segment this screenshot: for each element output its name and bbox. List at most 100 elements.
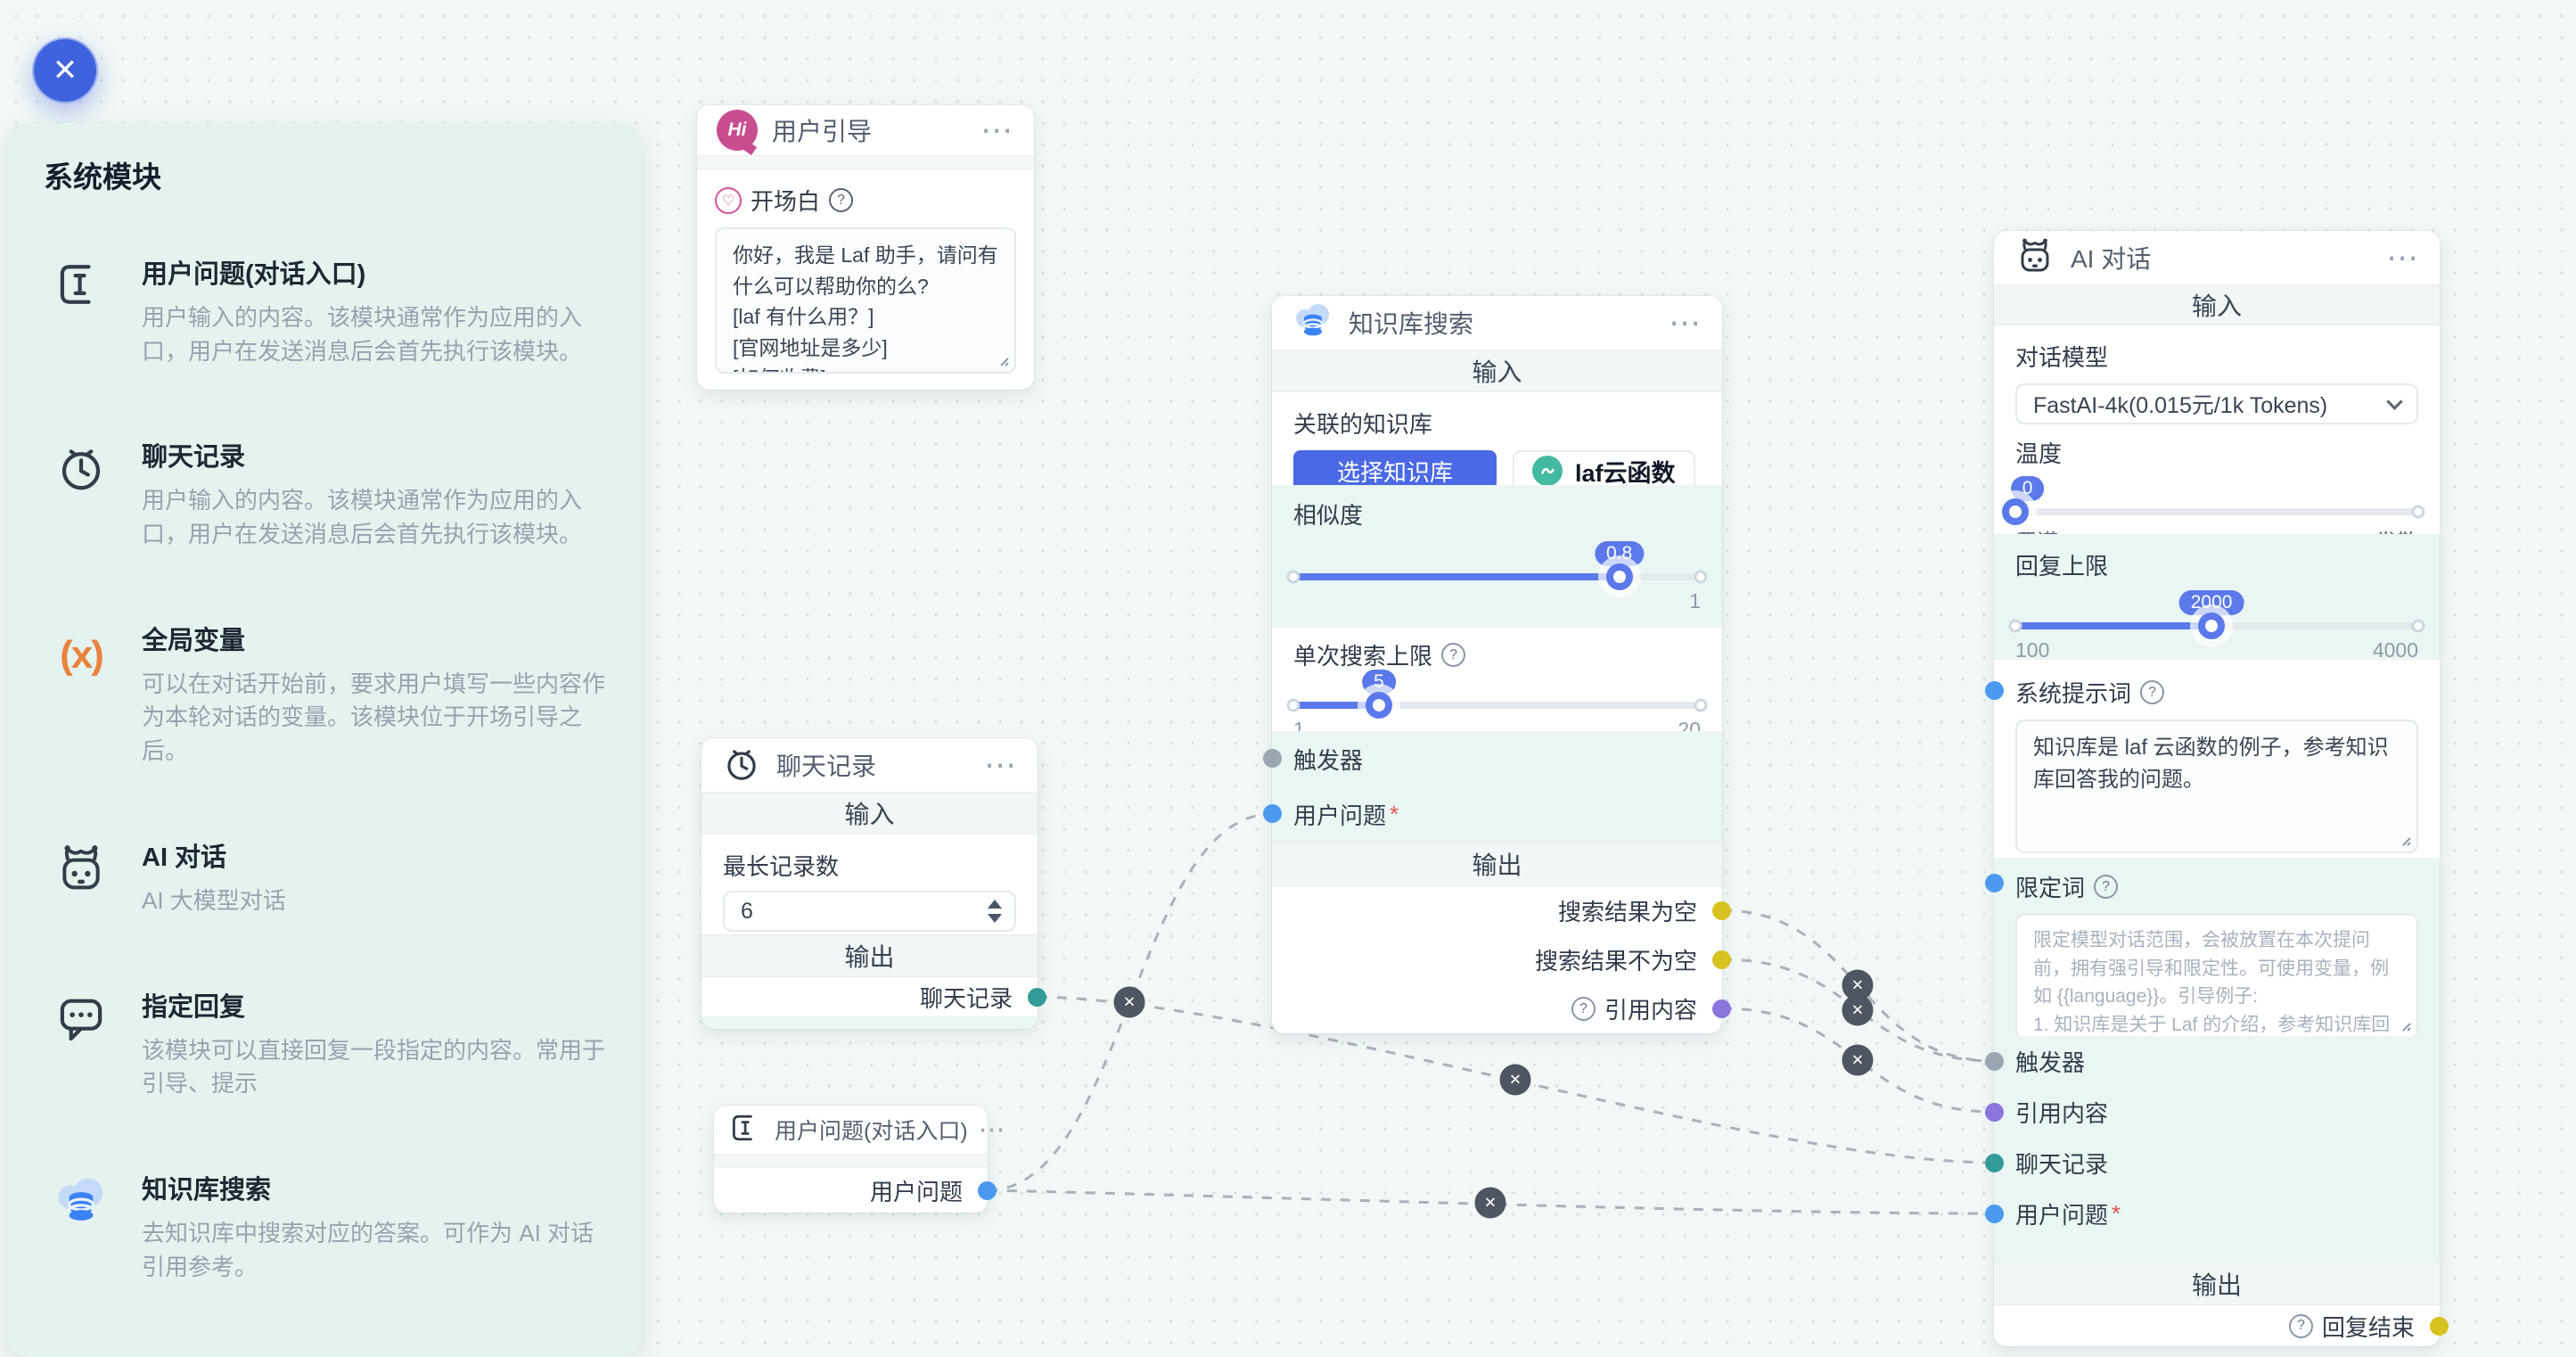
delete-edge-button[interactable]: ✕ [1842,969,1874,1001]
help-icon[interactable]: ? [829,188,854,212]
divider [697,155,1034,169]
node-ai-chat-header[interactable]: AI 对话 ⋯ [1994,231,2440,284]
port-kb-question-in[interactable] [1263,804,1282,823]
clock-icon [44,436,119,551]
help-icon[interactable]: ? [2094,875,2119,899]
node-user-guide[interactable]: Hi 用户引导 ⋯ ♡ 开场白 ? 你好，我是 Laf 助手，请问有什么可以帮助… [697,105,1034,390]
help-icon[interactable]: ? [1441,643,1466,667]
delete-edge-button[interactable]: ✕ [1842,994,1874,1026]
sidebar-item-kb-search[interactable]: 知识库搜索 去知识库中搜索对应的答案。可作为 AI 对话引用参考。 [44,1169,605,1284]
constraint-textarea[interactable] [2015,914,2418,1039]
node-footer [701,1016,1038,1029]
node-chat-history[interactable]: 聊天记录 ⋯ 输入 最长记录数 输出 聊天记录 [701,738,1046,1029]
database-cloud-icon [1292,300,1334,347]
node-kb-search-header[interactable]: 知识库搜索 ⋯ [1272,296,1722,350]
kb-tag[interactable]: laf云函数 [1513,450,1695,491]
node-menu-icon[interactable]: ⋯ [1669,304,1702,341]
output-port-label: 用户问题 [869,1178,963,1205]
port-ai-history-in[interactable] [1985,1154,2004,1172]
database-cloud-icon [44,1169,119,1284]
sidebar-item-chat-history[interactable]: 聊天记录 用户输入的内容。该模块通常作为应用的入口，用户在发送消息后会首先执行该… [44,436,605,551]
step-down-icon[interactable] [988,914,1002,923]
temperature-slider-thumb[interactable] [2002,498,2029,525]
sidebar-item-question-classify[interactable]: 问题分类 可以判断用户问题属于哪方面问题，从而执行不同的操作。 [44,1352,605,1357]
sidebar-item-global-variable[interactable]: (x) 全局变量 可以在对话开始前，要求用户填写一些内容作为本轮对话的变量。该模… [44,620,605,769]
system-prompt-textarea[interactable]: 知识库是 laf 云函数的例子，参考知识库回答我的问题。 [2015,720,2418,853]
input-section-band: 输入 [1994,284,2440,325]
similarity-max-label: 1 [1689,589,1701,613]
port-ai-trigger-in[interactable] [1985,1052,2004,1071]
model-select[interactable]: FastAI-4k(0.015元/1k Tokens) [2015,383,2418,424]
delete-edge-button[interactable]: ✕ [1113,986,1145,1018]
sidebar-item-desc: 可以在对话开始前，要求用户填写一些内容作为本轮对话的变量。该模块位于开场引导之后… [142,670,606,765]
node-kb-search[interactable]: 知识库搜索 ⋯ 输入 关联的知识库 选择知识库 laf云函数 相似度 [1263,296,1731,1033]
port-user-question-out[interactable] [978,1181,997,1200]
constraint-label: 限定词 [2015,875,2086,901]
sidebar-title: 系统模块 [44,160,161,193]
sidebar-item-ai-chat[interactable]: AI 对话 AI 大模型对话 [44,836,605,918]
clock-icon [721,743,762,788]
node-user-question-header[interactable]: 用户问题(对话入口) ⋯ [714,1106,1005,1154]
trigger-port-label: 触发器 [1293,746,1364,774]
output-port-label: 聊天记录 [919,984,1013,1012]
ai-trigger-port-label: 触发器 [2015,1049,2086,1076]
node-menu-icon[interactable]: ⋯ [980,111,1014,148]
step-up-icon[interactable] [988,900,1002,909]
node-user-guide-header[interactable]: Hi 用户引导 ⋯ [697,105,1034,156]
module-sidebar: 系统模块 用户问题(对话入口) 用户输入的内容。该模块通常作为应用的入口，用户在… [8,123,641,1357]
port-kb-trigger-in[interactable] [1263,749,1282,768]
port-reply-end-out[interactable] [2430,1317,2449,1336]
port-chat-history-out[interactable] [1028,988,1046,1007]
sidebar-item-label: 知识库搜索 [142,1175,272,1205]
sidebar-item-label: AI 对话 [142,843,227,872]
node-menu-icon[interactable]: ⋯ [984,746,1018,783]
similarity-slider[interactable]: 0.8 1 [1286,541,1708,613]
sidebar-item-fixed-reply[interactable]: 指定回复 该模块可以直接回复一段指定的内容。常用于引导、提示 [44,986,605,1101]
sidebar-item-user-question[interactable]: 用户问题(对话入口) 用户输入的内容。该模块通常作为应用的入口，用户在发送消息后… [44,253,605,368]
port-ai-question-in[interactable] [1985,1205,2004,1223]
max-records-input[interactable] [728,898,948,925]
sidebar-item-desc: 该模块可以直接回复一段指定的内容。常用于引导、提示 [142,1036,606,1098]
reply-limit-slider[interactable]: 2000 100 4000 [2008,590,2425,662]
opening-textarea[interactable]: 你好，我是 Laf 助手，请问有什么可以帮助你的么? [laf 有什么用？] [… [715,227,1016,374]
resize-grip-icon[interactable] [997,354,1009,366]
select-kb-button[interactable]: 选择知识库 [1293,450,1497,491]
similarity-label: 相似度 [1293,502,1364,529]
max-records-stepper[interactable] [723,891,1016,932]
limit-slider-thumb[interactable] [1365,692,1392,719]
node-menu-icon[interactable]: ⋯ [978,1114,1007,1145]
input-section-band: 输入 [701,792,1038,835]
delete-edge-button[interactable]: ✕ [1842,1044,1874,1076]
model-label: 对话模型 [2015,344,2109,371]
reply-limit-slider-thumb[interactable] [2198,613,2226,639]
similarity-value-bubble: 0.8 [1594,541,1645,566]
similarity-slider-thumb[interactable] [1605,563,1633,590]
help-icon[interactable]: ? [1571,997,1596,1021]
port-kb-quote-out[interactable] [1712,999,1731,1018]
resize-grip-icon[interactable] [2399,834,2411,846]
sidebar-item-desc: 去知识库中搜索对应的答案。可作为 AI 对话引用参考。 [142,1219,595,1280]
port-kb-notempty-out[interactable] [1712,950,1731,969]
resize-grip-icon[interactable] [2399,1019,2411,1032]
kb-label: 关联的知识库 [1293,411,1433,438]
port-system-prompt-in[interactable] [1985,681,2004,700]
close-panel-button[interactable]: ✕ [32,37,98,103]
ai-quote-port-label: 引用内容 [2015,1100,2109,1127]
node-ai-chat[interactable]: AI 对话 ⋯ 输入 对话模型 FastAI-4k(0.015元/1k Toke… [1985,231,2449,1346]
node-chat-history-header[interactable]: 聊天记录 ⋯ [701,738,1038,792]
node-title: AI 对话 [2071,245,2152,273]
question-port-label: 用户问题 [1293,802,1387,829]
text-cursor-icon [44,253,119,368]
port-ai-quote-in[interactable] [1985,1103,2004,1122]
node-user-question[interactable]: 用户问题(对话入口) ⋯ 用户问题 [714,1106,1005,1213]
help-icon[interactable]: ? [2140,680,2165,704]
node-menu-icon[interactable]: ⋯ [2386,239,2420,276]
delete-edge-button[interactable]: ✕ [1474,1187,1506,1219]
sidebar-item-label: 指定回复 [142,992,246,1022]
port-constraint-in[interactable] [1985,874,2004,892]
port-kb-empty-out[interactable] [1712,901,1731,920]
delete-edge-button[interactable]: ✕ [1499,1064,1531,1096]
reply-limit-max-label: 4000 [2372,638,2418,662]
help-icon[interactable]: ? [2288,1313,2313,1338]
